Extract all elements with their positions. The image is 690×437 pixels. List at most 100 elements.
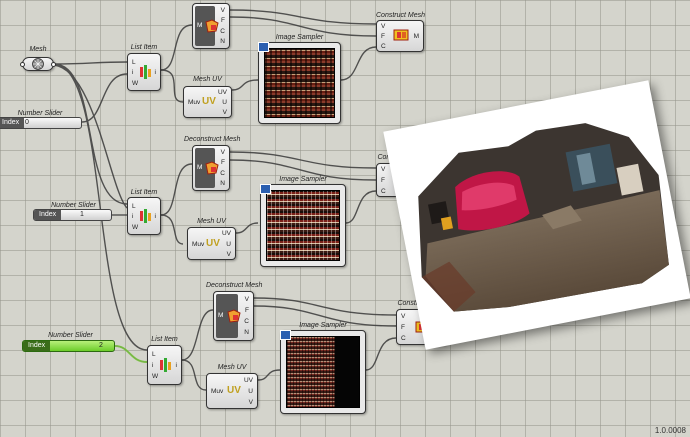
output-M[interactable]: M [413, 33, 419, 40]
output-V[interactable]: V [244, 296, 249, 303]
number-slider[interactable]: Index 0 [0, 117, 82, 129]
output-V[interactable]: V [248, 399, 253, 406]
mesh-uv-component[interactable]: Muv UV UV U V [206, 373, 258, 409]
input-L[interactable]: L [132, 59, 136, 66]
input-F[interactable]: F [401, 324, 405, 331]
deconstruct-mesh-title: Deconstruct Mesh [206, 282, 263, 289]
list-item-component[interactable]: L i W i [127, 197, 161, 235]
image-sampler[interactable] [260, 184, 346, 267]
wire [160, 214, 184, 245]
mesh-uv-component[interactable]: Muv UV UV U V [187, 227, 236, 260]
number-slider[interactable]: Index 2 [22, 340, 115, 352]
mesh-uv-title: Mesh UV [193, 76, 222, 83]
input-C[interactable]: C [381, 188, 386, 195]
output-V[interactable]: V [222, 109, 227, 116]
output-F[interactable]: F [221, 17, 225, 24]
output-V[interactable]: V [220, 149, 225, 156]
input-C[interactable]: C [381, 43, 386, 50]
sampler-image-preview [266, 190, 340, 261]
wire [53, 63, 148, 351]
deconstruct-mesh-component[interactable]: M V F C N [213, 291, 254, 341]
version-label: 1.0.0008 [654, 426, 686, 435]
output-UV[interactable]: UV [217, 89, 227, 96]
output-F[interactable]: F [221, 159, 225, 166]
input-Muv[interactable]: Muv [211, 388, 224, 395]
input-V[interactable]: V [381, 166, 386, 173]
output-U[interactable]: U [248, 388, 253, 395]
output-N[interactable]: N [220, 180, 225, 187]
wire [81, 73, 128, 123]
output-UV[interactable]: UV [221, 230, 231, 237]
slider-label: Index [34, 210, 62, 220]
input-Muv[interactable]: Muv [188, 99, 201, 106]
sampler-window-icon[interactable] [260, 184, 271, 194]
input-M[interactable]: M [197, 22, 203, 29]
input-i[interactable]: i [132, 213, 134, 220]
construct-mesh-title: Construct Mesh [376, 12, 426, 19]
input-W[interactable]: W [132, 224, 139, 231]
image-sampler[interactable] [258, 42, 341, 124]
list-item-component[interactable]: L i W i [147, 345, 182, 385]
input-i[interactable]: i [132, 69, 134, 76]
output-U[interactable]: U [222, 99, 227, 106]
input-i[interactable]: i [152, 362, 154, 369]
output-C[interactable]: C [244, 318, 249, 325]
output-grip[interactable] [51, 62, 56, 67]
mesh-parameter[interactable] [20, 57, 56, 71]
wire [160, 24, 193, 71]
wire [229, 159, 377, 181]
image-sampler-title: Image Sampler [279, 176, 327, 183]
list-item-icon [160, 358, 171, 372]
list-item-component[interactable]: L i W i [127, 53, 161, 91]
number-slider[interactable]: Index 1 [33, 209, 112, 221]
input-V[interactable]: V [401, 313, 406, 320]
deconstruct-mesh-component[interactable]: M V F C N [192, 3, 230, 49]
mesh-uv-title: Mesh UV [217, 364, 247, 371]
output-UV[interactable]: UV [243, 377, 253, 384]
output-i[interactable]: i [154, 69, 156, 76]
slider-label: Index [0, 118, 25, 128]
construct-mesh-component[interactable]: V F C M [376, 20, 424, 52]
slider-value: 0 [25, 119, 29, 126]
list-item-title: List Item [130, 189, 158, 196]
input-M[interactable]: M [218, 312, 224, 319]
output-i[interactable]: i [175, 362, 177, 369]
input-Muv[interactable]: Muv [192, 241, 205, 248]
input-W[interactable]: W [152, 373, 159, 380]
image-sampler[interactable] [280, 330, 366, 414]
output-F[interactable]: F [245, 307, 249, 314]
input-W[interactable]: W [132, 80, 139, 87]
slider-value: 1 [80, 211, 84, 218]
output-C[interactable]: C [220, 170, 225, 177]
output-N[interactable]: N [244, 329, 249, 336]
wire [253, 305, 397, 327]
sampler-window-icon[interactable] [280, 330, 291, 340]
input-C[interactable]: C [401, 335, 406, 342]
wire [229, 151, 377, 169]
input-F[interactable]: F [381, 33, 385, 40]
output-V[interactable]: V [226, 251, 231, 258]
output-N[interactable]: N [220, 38, 225, 45]
slider-title: Number Slider [51, 202, 96, 209]
wire [345, 190, 377, 224]
input-V[interactable]: V [381, 23, 386, 30]
output-C[interactable]: C [220, 28, 225, 35]
textured-mesh-render [418, 123, 669, 312]
input-F[interactable]: F [381, 177, 385, 184]
output-V[interactable]: V [220, 7, 225, 14]
input-M[interactable]: M [197, 164, 203, 171]
deconstruct-mesh-component[interactable]: M V F C N [192, 145, 230, 191]
output-U[interactable]: U [226, 241, 231, 248]
wire [181, 309, 214, 361]
deconstruct-mesh-icon [205, 19, 219, 33]
sampler-window-icon[interactable] [258, 42, 269, 52]
construct-mesh-icon [393, 29, 409, 41]
input-L[interactable]: L [132, 203, 136, 210]
wire [229, 9, 377, 25]
input-L[interactable]: L [152, 351, 156, 358]
wire [229, 16, 377, 37]
input-grip[interactable] [20, 62, 25, 67]
sampler-image-preview [264, 48, 335, 118]
mesh-uv-component[interactable]: Muv UV UV U V [183, 86, 232, 118]
output-i[interactable]: i [154, 213, 156, 220]
